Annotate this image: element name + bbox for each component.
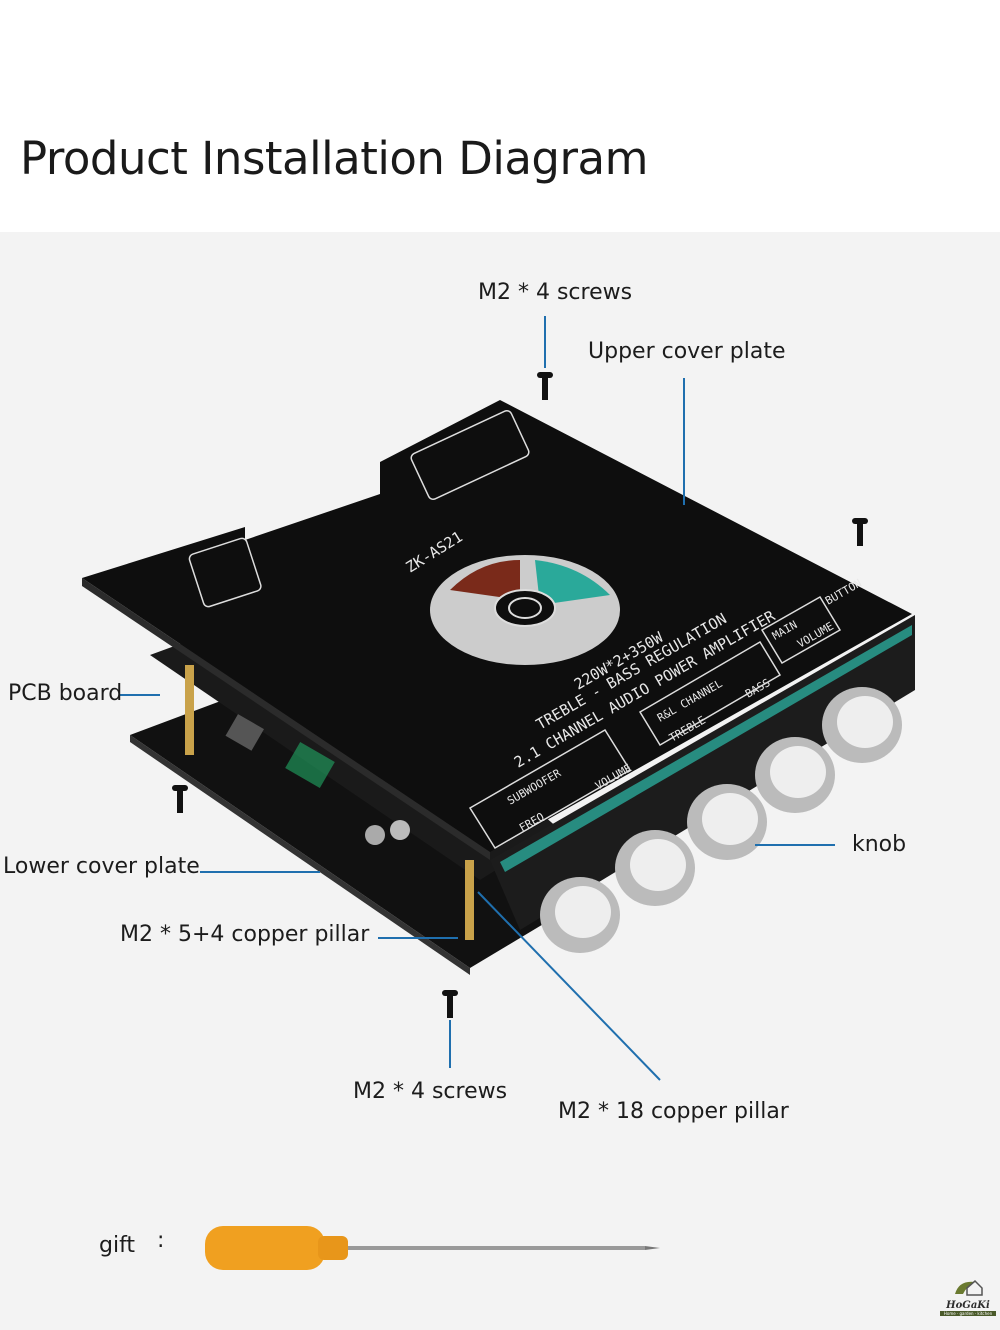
label-gift-colon: : xyxy=(157,1228,165,1253)
capacitor xyxy=(365,825,385,845)
screwdriver-gift xyxy=(205,1226,660,1270)
label-copper-pillar-short: M2 * 5+4 copper pillar xyxy=(120,922,370,947)
screws xyxy=(172,372,868,1018)
logo-name: HoGaKi xyxy=(946,1300,990,1311)
copper-pillar-short xyxy=(185,665,194,755)
lower-cover-plate-edge xyxy=(130,735,470,975)
label-upper-cover-plate: Upper cover plate xyxy=(588,339,786,364)
upper-cover-plate-edge xyxy=(82,578,490,860)
pcb-component xyxy=(225,714,264,751)
house-leaf-icon xyxy=(955,1279,983,1296)
knob xyxy=(822,687,902,763)
lower-cover-plate xyxy=(130,690,600,968)
knob xyxy=(540,877,620,953)
label-gift: gift xyxy=(99,1233,136,1258)
label-copper-pillar-long: M2 * 18 copper pillar xyxy=(558,1099,789,1124)
knob xyxy=(615,830,695,906)
copper-pillar-long xyxy=(465,860,474,940)
label-pcb-board: PCB board xyxy=(8,681,123,706)
front-panel-led-strip xyxy=(500,625,912,872)
page-title: Product Installation Diagram xyxy=(20,132,648,185)
screwdriver-collar xyxy=(318,1236,348,1260)
label-bottom-screws: M2 * 4 screws xyxy=(353,1079,508,1104)
screw xyxy=(852,518,868,546)
brand-logo: HoGaKi Home · garden · kitchen xyxy=(940,1278,996,1316)
screw xyxy=(172,785,188,813)
screwdriver-handle xyxy=(205,1226,325,1270)
label-top-screws: M2 * 4 screws xyxy=(478,280,633,305)
screw xyxy=(442,990,458,1018)
pcb-component xyxy=(285,742,335,788)
board-label-frames xyxy=(188,409,842,850)
screw xyxy=(537,372,553,400)
leader-lines xyxy=(120,316,835,1081)
screwdriver-tip xyxy=(645,1246,660,1250)
logo-tagline: Home · garden · kitchen xyxy=(940,1311,996,1316)
capacitor xyxy=(390,820,410,840)
knob xyxy=(687,784,767,860)
knobs xyxy=(540,687,902,953)
knob xyxy=(755,737,835,813)
label-lower-cover-plate: Lower cover plate xyxy=(3,854,200,879)
screwdriver-shaft xyxy=(345,1246,645,1250)
label-knob: knob xyxy=(852,832,907,857)
fan-window xyxy=(430,555,620,665)
